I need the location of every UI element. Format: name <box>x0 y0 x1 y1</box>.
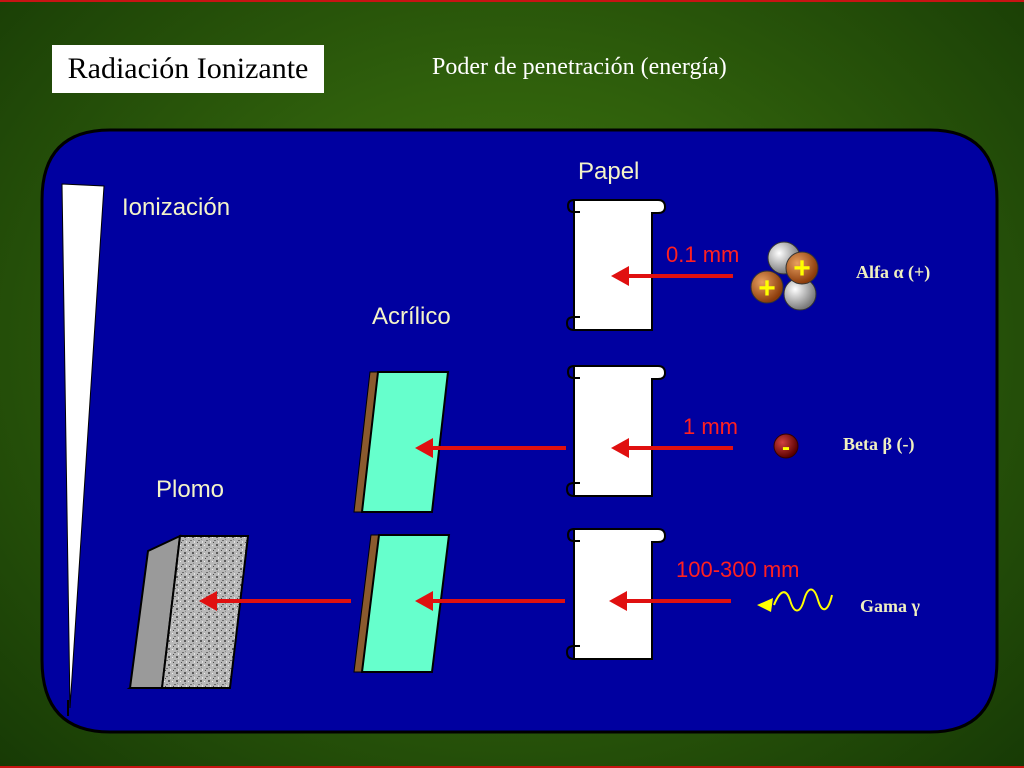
alpha-charge-1: + <box>793 252 811 285</box>
page-title: Radiación Ionizante <box>67 52 309 85</box>
gamma-thickness: 100-300 mm <box>676 557 800 582</box>
beta-label: Beta β (-) <box>843 434 915 454</box>
acrylic-label: Acrílico <box>372 303 451 330</box>
lead-label: Plomo <box>156 476 225 503</box>
ionization-wedge <box>61 183 105 709</box>
acrylic-slab-2 <box>353 534 451 673</box>
arrow-beta-to-acrylic <box>415 438 566 458</box>
subtitle: Poder de penetración (energía) <box>432 54 727 80</box>
arrow-gamma-to-paper <box>609 591 731 611</box>
arrow-beta-to-paper <box>611 438 733 458</box>
lead-block <box>126 534 250 689</box>
acrylic-slab-1 <box>353 371 450 513</box>
arrow-gamma-to-acrylic <box>415 591 565 611</box>
bottom-border <box>0 766 1024 768</box>
ionization-label: Ionización <box>122 194 231 221</box>
gamma-wave-icon <box>757 588 833 612</box>
alpha-label: Alfa α (+) <box>856 262 931 282</box>
gamma-label: Gama γ <box>860 596 920 616</box>
top-border <box>0 0 1024 2</box>
beta-charge: - <box>782 434 790 461</box>
alpha-particle: + + <box>750 241 819 311</box>
title-box: Radiación Ionizante <box>52 45 324 93</box>
arrow-gamma-to-lead <box>199 591 351 611</box>
paper-sheet-2 <box>566 365 666 497</box>
paper-label: Papel <box>578 158 640 185</box>
arrow-alpha <box>611 266 733 286</box>
beta-particle: - <box>773 433 799 461</box>
alpha-charge-2: + <box>758 272 776 305</box>
paper-sheet-3 <box>566 528 666 660</box>
paper-sheet-1 <box>566 199 666 331</box>
alpha-thickness: 0.1 mm <box>666 242 740 267</box>
beta-thickness: 1 mm <box>683 414 738 439</box>
